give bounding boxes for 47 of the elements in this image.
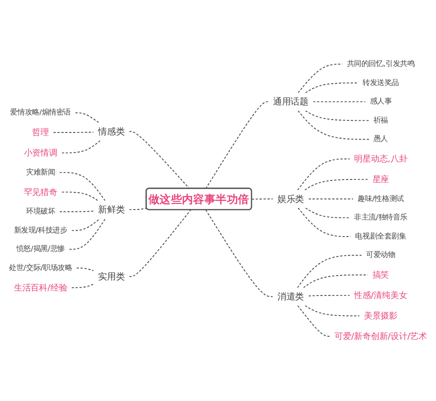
node-text: 通用话题 — [272, 96, 309, 107]
connector — [297, 158, 350, 190]
connector — [308, 198, 354, 200]
node-text: 小资情调 — [24, 148, 58, 158]
connector — [297, 305, 330, 337]
connector — [59, 172, 106, 201]
node-text: 实用类 — [98, 270, 125, 282]
node-text: 美景摄影 — [364, 310, 398, 321]
node-text: 娱乐类 — [277, 193, 304, 204]
connector — [251, 198, 274, 200]
connector — [53, 132, 94, 133]
connector — [304, 305, 360, 316]
node-text: 性感/清纯美女 — [354, 290, 408, 300]
connector — [205, 209, 274, 297]
node-text: 消遣类 — [277, 290, 304, 302]
connector — [308, 294, 350, 296]
connector — [298, 110, 370, 140]
connector — [61, 192, 98, 201]
connector — [312, 101, 366, 102]
node-text: 罕见猎奇 — [24, 186, 58, 197]
connector — [297, 254, 362, 288]
connector — [61, 140, 101, 154]
connector — [68, 218, 106, 250]
connector — [305, 82, 358, 94]
connector — [128, 209, 192, 277]
connector — [298, 207, 352, 237]
connector — [303, 274, 368, 288]
connector — [128, 131, 190, 189]
connector — [205, 101, 269, 189]
connector — [305, 207, 350, 218]
node-text: 星座 — [372, 174, 390, 184]
connector — [71, 284, 94, 288]
connector — [59, 210, 94, 212]
connector — [76, 267, 94, 272]
node-text: 情感类 — [98, 126, 125, 136]
connector — [305, 110, 370, 121]
connector — [71, 218, 100, 231]
connector — [304, 178, 368, 190]
node-text: 可爱/新奇创新/设计/艺术 — [334, 330, 428, 342]
node-text: 新鲜类 — [98, 204, 125, 215]
node-text: 明星动态,八卦 — [354, 154, 408, 164]
node-text: 哲理 — [32, 127, 49, 138]
connector — [75, 112, 100, 123]
connector — [128, 208, 148, 210]
connector — [298, 64, 343, 94]
node-text: 搞笑 — [372, 270, 390, 280]
node-text: 生活百科/经验 — [14, 282, 68, 292]
